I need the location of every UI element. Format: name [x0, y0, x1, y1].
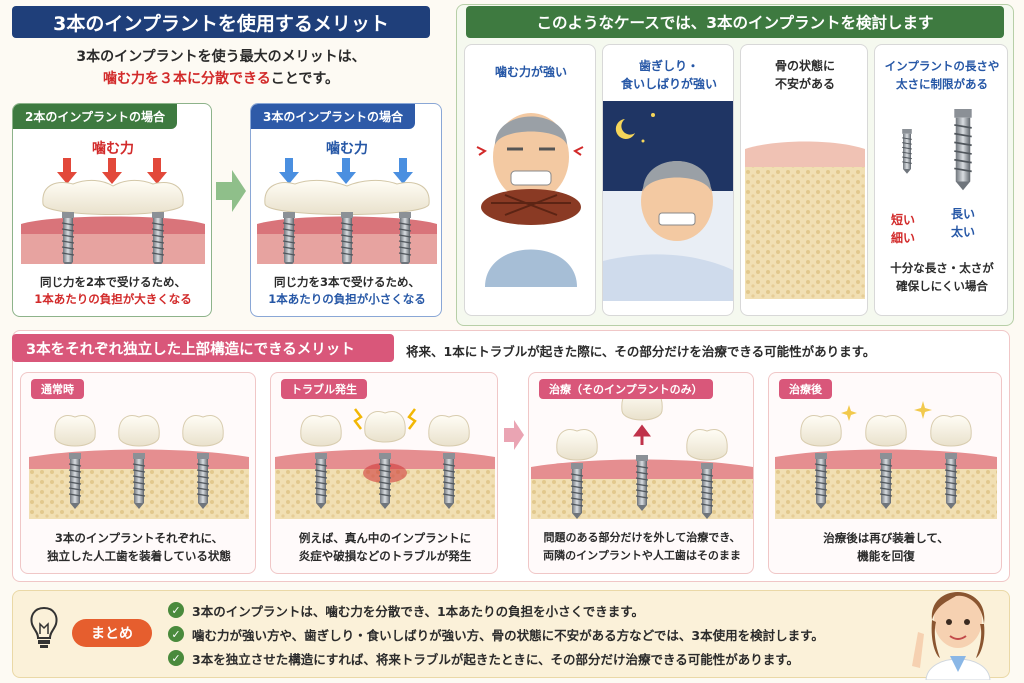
check-circle-icon: ✓	[168, 650, 184, 666]
compare-arrow-icon	[216, 170, 246, 212]
summary-item: ✓ 噛む力が強い方や、歯ぎしり・食いしばりが強い方、骨の状態に不安がある方などで…	[168, 622, 908, 646]
case-2-label-line1: 歯ぎしり・	[638, 59, 699, 73]
summary-item: ✓ 3本のインプラントは、噛む力を分散でき、1本あたりの負担を小さくできます。	[168, 598, 908, 622]
case-bone-condition: 骨の状態に 不安がある	[740, 44, 868, 316]
three-caption: 同じ力を3本で受けるため、 1本あたりの負担が小さくなる	[251, 274, 441, 308]
left-intro-tail: ことです。	[270, 71, 339, 87]
normal-implants-illustration	[29, 415, 249, 519]
long-label-1: 長い	[951, 207, 976, 221]
summary-item-text: 噛む力が強い方や、歯ぎしり・食いしばりが強い方、骨の状態に不安がある方などでは、…	[192, 627, 824, 643]
case-3-label-line2: 不安がある	[774, 77, 835, 91]
step-4-caption: 治療後は再び装着して、 機能を回復	[769, 529, 1001, 565]
long-label-2: 太い	[951, 225, 976, 239]
step-1-line1: 3本のインプラントそれぞれに、	[54, 531, 224, 545]
short-implant-label: 短い 細い	[891, 211, 915, 247]
two-implant-card: 2本のインプラントの場合 噛む力 同じ力を2本で受けるため、 1本あたりの負担が…	[12, 103, 212, 317]
case-1-label: 噛む力が強い	[465, 63, 595, 80]
right-section-title: このようなケースでは、3本のインプラントを検討します	[466, 6, 1004, 38]
step-4-tag: 治療後	[779, 379, 832, 399]
check-circle-icon: ✓	[168, 602, 184, 618]
after-treatment-illustration	[775, 401, 997, 519]
two-caption-line2: 1本あたりの負担が大きくなる	[34, 292, 192, 306]
summary-item-text: 3本のインプラントは、噛む力を分散でき、1本あたりの負担を小さくできます。	[192, 603, 645, 619]
summary-label-text: まとめ	[91, 626, 133, 642]
two-implant-illustration	[21, 158, 205, 264]
two-caption: 同じ力を2本で受けるため、 1本あたりの負担が大きくなる	[13, 274, 211, 308]
step-2-tag: トラブル発生	[281, 379, 367, 399]
step-2-line1: 例えば、真ん中のインプラントに	[298, 531, 472, 545]
step-3-caption: 問題のある部分だけを外して治療でき、 両隣のインプラントや人工歯はそのまま	[529, 529, 753, 565]
step-arrow-icon	[504, 420, 524, 450]
summary-item: ✓ 3本を独立させた構造にすれば、将来トラブルが起きたときに、その部分だけ治療で…	[168, 646, 908, 670]
step-trouble: トラブル発生 例えば、真ん中のインプラントに 炎症や破損などのトラブルが発生	[270, 372, 498, 574]
grandpa-grinding-teeth-icon	[603, 101, 733, 301]
step-normal: 通常時 3本のインプラントそれぞれに、 独立した人工歯を装着している状態	[20, 372, 256, 574]
two-implant-tag: 2本のインプラントの場合	[13, 104, 177, 129]
treatment-illustration	[531, 399, 753, 519]
left-intro: 3本のインプラントを使う最大のメリットは、 噛む力を３本に分散できることです。	[12, 46, 430, 90]
case-2-label: 歯ぎしり・ 食いしばりが強い	[603, 57, 733, 93]
right-section-title-text: このようなケースでは、3本のインプラントを検討します	[536, 14, 934, 32]
case-2-label-line2: 食いしばりが強い	[620, 77, 717, 91]
step-4-line1: 治療後は再び装着して、	[823, 531, 949, 545]
three-implant-illustration	[257, 158, 437, 264]
step-1-caption: 3本のインプラントそれぞれに、 独立した人工歯を装着している状態	[21, 529, 255, 565]
summary-list: ✓ 3本のインプラントは、噛む力を分散でき、1本あたりの負担を小さくできます。 …	[168, 598, 908, 670]
case-3-label: 骨の状態に 不安がある	[741, 57, 867, 93]
size-limit-caption: 十分な長さ・太さが 確保しにくい場合	[875, 259, 1007, 295]
middle-section-title-text: 3本をそれぞれ独立した上部構造にできるメリット	[26, 341, 355, 358]
left-intro-line2: 噛む力を３本に分散できることです。	[12, 68, 430, 90]
step-1-line2: 独立した人工歯を装着している状態	[47, 549, 231, 563]
case-1-label-text: 噛む力が強い	[494, 65, 567, 79]
case-3-label-line1: 骨の状態に	[774, 59, 835, 73]
summary-label: まとめ	[72, 619, 152, 647]
short-label-2: 細い	[891, 231, 916, 245]
three-implant-card: 3本のインプラントの場合 噛む力 同じ力を3本で受けるため、 1本あたりの負担が…	[250, 103, 442, 317]
step-1-tag: 通常時	[31, 379, 84, 399]
lightbulb-icon	[30, 606, 58, 648]
left-intro-emphasis: 噛む力を３本に分散できる	[103, 71, 271, 87]
step-3-line1: 問題のある部分だけを外して治療でき、	[543, 531, 741, 544]
check-circle-icon: ✓	[168, 626, 184, 642]
middle-description: 将来、1本にトラブルが起きた際に、その部分だけを治療できる可能性があります。	[406, 344, 876, 359]
trouble-implant-illustration	[275, 408, 495, 519]
step-3-tag: 治療（そのインプラントのみ）	[539, 379, 713, 399]
summary-item-text: 3本を独立させた構造にすれば、将来トラブルが起きたときに、その部分だけ治療できる…	[192, 651, 799, 667]
step-after: 治療後 治療後は再び装着して、 機能を回復	[768, 372, 1002, 574]
left-section-title-text: 3本のインプラントを使用するメリット	[53, 12, 389, 35]
dentist-avatar-icon	[912, 591, 991, 680]
size-limit-line2: 確保しにくい場合	[896, 279, 988, 293]
grandpa-eating-steak-icon	[476, 113, 584, 287]
three-implant-tag: 3本のインプラントの場合	[251, 104, 415, 129]
three-force-label: 噛む力	[326, 141, 368, 157]
step-2-caption: 例えば、真ん中のインプラントに 炎症や破損などのトラブルが発生	[271, 529, 497, 565]
case-strong-bite: 噛む力が強い	[464, 44, 596, 316]
left-intro-line1: 3本のインプラントを使う最大のメリットは、	[76, 49, 366, 65]
bone-cross-section-icon	[745, 141, 865, 299]
case-bruxism: 歯ぎしり・ 食いしばりが強い	[602, 44, 734, 316]
three-caption-line2: 1本あたりの負担が小さくなる	[268, 292, 426, 306]
two-caption-line1: 同じ力を2本で受けるため、	[39, 275, 186, 289]
two-force-label: 噛む力	[92, 141, 134, 157]
long-implant-label: 長い 太い	[951, 205, 975, 241]
step-3-line2: 両隣のインプラントや人工歯はそのまま	[543, 549, 741, 562]
case-4-label: インプラントの長さや 太さに制限がある	[875, 57, 1007, 93]
step-4-line2: 機能を回復	[857, 549, 915, 563]
middle-section-title: 3本をそれぞれ独立した上部構造にできるメリット	[12, 334, 394, 362]
step-treatment: 治療（そのインプラントのみ） 問題のある部分だけを外して治療でき、 両隣のインプ…	[528, 372, 754, 574]
case-4-label-line2: 太さに制限がある	[896, 77, 988, 91]
short-label-1: 短い	[891, 213, 916, 227]
short-and-long-implant-icon	[901, 108, 973, 192]
case-4-label-line1: インプラントの長さや	[884, 59, 1000, 73]
three-caption-line1: 同じ力を3本で受けるため、	[273, 275, 420, 289]
left-section-title: 3本のインプラントを使用するメリット	[12, 6, 430, 38]
size-limit-line1: 十分な長さ・太さが	[890, 261, 994, 275]
step-2-line2: 炎症や破損などのトラブルが発生	[298, 549, 472, 563]
case-implant-size-limit: インプラントの長さや 太さに制限がある 短い 細い 長い 太い 十分な長さ・太さ…	[874, 44, 1008, 316]
